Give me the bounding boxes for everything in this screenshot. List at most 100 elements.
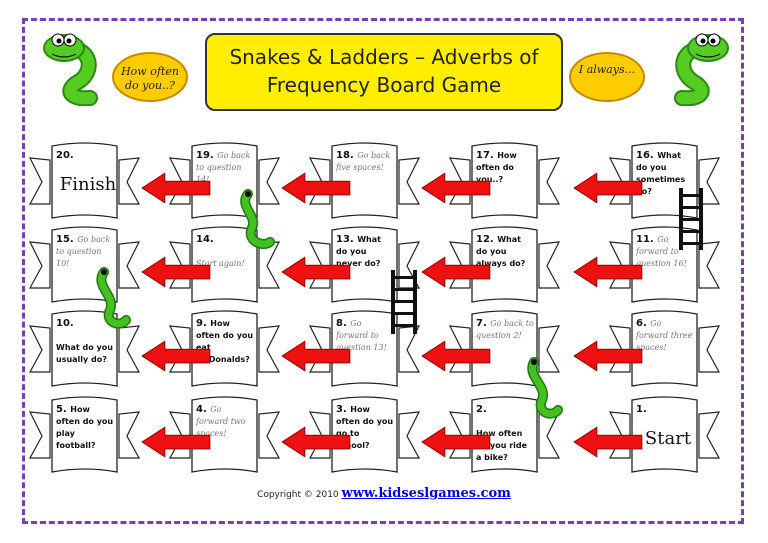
website-link[interactable]: www.kidseslgames.com — [341, 486, 511, 501]
square-number: 13. — [336, 234, 358, 245]
board-square: 8. Go forward to question 13! — [308, 306, 421, 394]
arrow-left-icon — [421, 172, 491, 204]
banner-shape — [608, 310, 721, 387]
arrow-left-icon — [141, 172, 211, 204]
square-number: 1. — [636, 404, 647, 415]
square-text: 16. What do you sometimes do? — [636, 150, 694, 198]
square-number: 15. — [56, 234, 78, 245]
banner-shape — [308, 142, 421, 219]
square-text: 9. How often do you eat McDonalds? — [196, 318, 254, 366]
snake-icon — [96, 267, 131, 329]
square-instruction: How often do you eat McDonalds? — [196, 319, 254, 364]
square-number: 6. — [636, 318, 651, 329]
arrow-left-icon — [421, 340, 491, 372]
square-number: 12. — [476, 234, 498, 245]
title-line-1: Snakes & Ladders – Adverbs of — [229, 45, 539, 69]
arrow-left-icon — [141, 340, 211, 372]
square-number: 17. — [476, 150, 498, 161]
arrow-left-icon — [421, 256, 491, 288]
square-text: 7. Go back to question 2! — [476, 318, 534, 342]
square-text: 15. Go back to question 10! — [56, 234, 114, 270]
square-number: 3. — [336, 404, 351, 415]
banner-shape — [308, 310, 421, 387]
square-number: 2. — [476, 404, 487, 415]
square-big-label: Start — [644, 428, 692, 449]
snake-mascot-left-icon — [43, 33, 98, 106]
square-text: 17. How often do you..? — [476, 150, 534, 186]
speech-bubble-left: How often do you..? — [112, 52, 188, 102]
square-instruction: What do you never do? — [336, 235, 381, 268]
board-square: 17. How often do you..? — [448, 138, 561, 226]
square-text: 12. What do you always do? — [476, 234, 534, 270]
square-number: 7. — [476, 318, 491, 329]
square-text: 8. Go forward to question 13! — [336, 318, 394, 354]
square-instruction: How often do you..? — [476, 151, 517, 184]
square-text: 20. — [56, 150, 114, 162]
square-instruction: What do you sometimes do? — [636, 151, 686, 196]
banner-shape — [168, 396, 281, 473]
square-instruction: How often do you go to school? — [336, 405, 394, 450]
board-square: 10. What do you usually do? — [28, 306, 141, 394]
square-text: 5. How often do you play football? — [56, 404, 114, 452]
square-instruction: Go back to question 14! — [196, 151, 251, 184]
banner-shape — [28, 310, 141, 387]
arrow-left-icon — [281, 256, 351, 288]
snake-mascot-right-icon — [674, 33, 729, 106]
square-instruction: Go back to question 10! — [56, 235, 111, 268]
square-text: 6. Go forward three spaces! — [636, 318, 694, 354]
square-text: 13. What do you never do? — [336, 234, 394, 270]
arrow-left-icon — [421, 426, 491, 458]
square-number: 11. — [636, 234, 658, 245]
arrow-left-icon — [281, 426, 351, 458]
snake-icon — [240, 189, 275, 249]
square-number: 18. — [336, 150, 358, 161]
board-square: 4. Go forward two spaces! — [168, 392, 281, 480]
square-text: 18. Go back five spaces! — [336, 150, 394, 174]
square-instruction: Go forward to question 16! — [636, 235, 687, 268]
square-number: 5. — [56, 404, 71, 415]
square-instruction: Go back five spaces! — [336, 151, 391, 172]
square-text: 11. Go forward to question 16! — [636, 234, 694, 270]
board-square: 18. Go back five spaces! — [308, 138, 421, 226]
arrow-left-icon — [573, 340, 643, 372]
square-instruction: Go forward two spaces! — [196, 405, 246, 438]
square-number: 10. — [56, 318, 74, 329]
square-big-label: Finish — [59, 174, 117, 195]
square-text: 10. What do you usually do? — [56, 318, 114, 366]
square-text: 1. — [636, 404, 694, 416]
copyright: Copyright © 2010 www.kidseslgames.com — [0, 486, 768, 501]
ladder-icon — [679, 188, 703, 250]
game-title: Snakes & Ladders – Adverbs of Frequency … — [205, 33, 563, 111]
copyright-text: Copyright © 2010 — [257, 490, 339, 500]
ladder-icon — [391, 270, 417, 334]
square-number: 9. — [196, 318, 211, 329]
square-number: 14. — [196, 234, 214, 245]
board-square: 5. How often do you play football? — [28, 392, 141, 480]
arrow-left-icon — [141, 426, 211, 458]
board-square: 20. Finish — [28, 138, 141, 226]
square-text: 2. How often do you ride a bike? — [476, 404, 534, 464]
square-instruction: What do you always do? — [476, 235, 526, 268]
arrow-left-icon — [281, 172, 351, 204]
speech-bubble-right: I always... — [569, 52, 645, 102]
banner-shape — [28, 142, 141, 219]
board-square: 6. Go forward three spaces! — [608, 306, 721, 394]
arrow-left-icon — [573, 256, 643, 288]
square-text: 19. Go back to question 14! — [196, 150, 254, 186]
arrow-left-icon — [573, 426, 643, 458]
square-instruction: Go forward to question 13! — [336, 319, 387, 352]
square-number: 20. — [56, 150, 74, 161]
square-text: 14. Start again! — [196, 234, 254, 270]
board-square: 12. What do you always do? — [448, 222, 561, 310]
banner-shape — [308, 396, 421, 473]
snake-icon — [527, 357, 563, 419]
square-number: 4. — [196, 404, 211, 415]
square-text: 4. Go forward two spaces! — [196, 404, 254, 440]
square-instruction: How often do you play football? — [56, 405, 114, 450]
banner-shape — [28, 396, 141, 473]
board-square: 3. How often do you go to school? — [308, 392, 421, 480]
dashed-border — [22, 18, 744, 524]
square-instruction: Go back to question 2! — [476, 319, 534, 340]
square-number: 19. — [196, 150, 218, 161]
square-number: 8. — [336, 318, 351, 329]
